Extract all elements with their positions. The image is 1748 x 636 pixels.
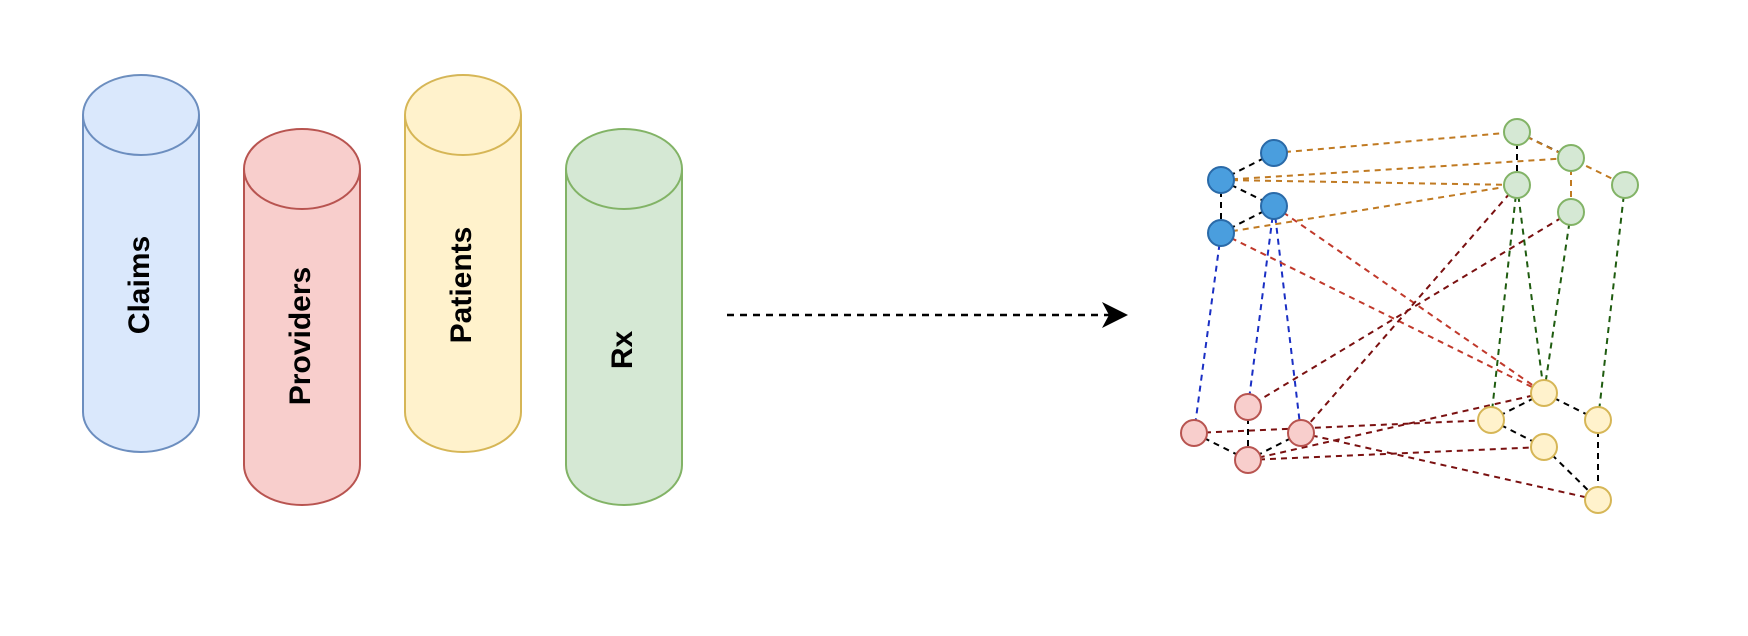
edge-g5-y1 (1543, 211, 1572, 394)
edge-g5-p1 (1247, 211, 1572, 408)
rx-label: Rx (606, 331, 639, 370)
yellow-node-y4[interactable] (1530, 433, 1558, 461)
claims-database[interactable]: Claims (82, 74, 200, 453)
pink-node-p1[interactable] (1234, 393, 1262, 421)
pink-node-p2[interactable] (1180, 419, 1208, 447)
green-node-g1[interactable] (1503, 118, 1531, 146)
providers-label: Providers (284, 267, 317, 405)
green-node-g3[interactable] (1503, 171, 1531, 199)
claims-label: Claims (123, 236, 156, 334)
pink-node-p4[interactable] (1234, 446, 1262, 474)
graph-nodes (1180, 118, 1639, 514)
edge-b1-g1 (1273, 131, 1518, 154)
yellow-node-y1[interactable] (1530, 379, 1558, 407)
edge-b3-p1 (1247, 205, 1275, 408)
graph-edges (1193, 131, 1626, 501)
transform-arrow (727, 302, 1128, 328)
edge-p2-y2 (1193, 419, 1492, 434)
database-group: Claims Providers Patients Rx (82, 74, 683, 506)
edge-g3-y2 (1490, 184, 1518, 421)
edge-g3-y1 (1516, 184, 1545, 394)
providers-database[interactable]: Providers (243, 128, 361, 506)
edge-p4-y4 (1247, 446, 1545, 461)
edge-b4-p2 (1193, 232, 1222, 434)
blue-node-b4[interactable] (1207, 219, 1235, 247)
edge-b4-g3 (1220, 184, 1518, 234)
graph-network (1180, 118, 1639, 514)
rx-database[interactable]: Rx (565, 128, 683, 506)
yellow-node-y2[interactable] (1477, 406, 1505, 434)
edge-b4-y1 (1220, 232, 1545, 394)
edge-b2-g2 (1220, 157, 1572, 181)
green-node-g4[interactable] (1611, 171, 1639, 199)
blue-node-b2[interactable] (1207, 166, 1235, 194)
yellow-node-y5[interactable] (1584, 486, 1612, 514)
edge-g4-y3 (1597, 184, 1626, 421)
patients-database[interactable]: Patients (404, 74, 522, 453)
blue-node-b3[interactable] (1260, 192, 1288, 220)
blue-node-b1[interactable] (1260, 139, 1288, 167)
patients-label: Patients (445, 227, 478, 344)
green-node-g5[interactable] (1557, 198, 1585, 226)
pink-node-p3[interactable] (1287, 419, 1315, 447)
green-node-g2[interactable] (1557, 144, 1585, 172)
edge-b3-p3 (1273, 205, 1302, 434)
edge-p3-y5 (1300, 432, 1599, 501)
edge-b2-g3 (1220, 179, 1518, 186)
yellow-node-y3[interactable] (1584, 406, 1612, 434)
